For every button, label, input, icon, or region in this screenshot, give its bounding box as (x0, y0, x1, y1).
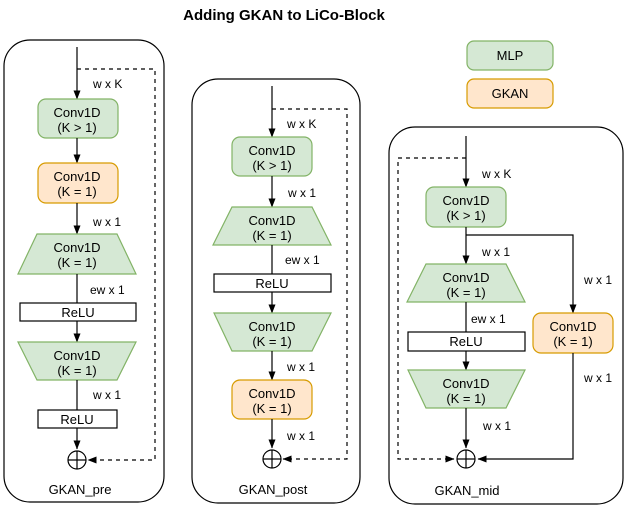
gkan-mid-edge-label-wx1-c: w x 1 (583, 371, 612, 385)
gkan-pre-conv1d-expand-line2: (K = 1) (57, 255, 96, 270)
figure-title: Adding GKAN to LiCo-Block (183, 7, 385, 24)
gkan-pre-relu2-label: ReLU (60, 412, 93, 427)
gkan-post-edge-label-wxk: w x K (286, 117, 316, 131)
gkan-pre-sum-node (67, 450, 87, 470)
gkan-mid-branch-to-gkan (466, 234, 577, 314)
gkan-post-container (191, 78, 361, 504)
gkan-post-edge-label-wx1-b: w x 1 (286, 360, 315, 374)
gkan-post-label: GKAN_post (239, 482, 308, 497)
gkan-post-conv1d-kgt1-line2: (K > 1) (252, 158, 291, 173)
gkan-mid-conv1d-keq1-gkan-line1: Conv1D (550, 319, 597, 334)
gkan-pre-edge-label-wxk: w x K (92, 77, 122, 91)
gkan-mid-edge-label-wxk: w x K (481, 167, 511, 181)
gkan-mid-container (388, 126, 624, 505)
gkan-post-edge-label-wx1-a: w x 1 (287, 186, 316, 200)
gkan-pre-edge-label-ewx1: ew x 1 (90, 283, 125, 297)
gkan-mid-conv1d-keq1-gkan-line2: (K = 1) (553, 334, 592, 349)
gkan-pre-conv1d-contract-trapezoid (17, 341, 137, 381)
gkan-pre-conv1d-keq1-gkan-line1: Conv1D (54, 169, 101, 184)
legend: MLP GKAN (466, 40, 554, 109)
gkan-post-relu-label: ReLU (255, 276, 288, 291)
gkan-mid-conv1d-kgt1-line2: (K > 1) (446, 208, 485, 223)
gkan-post-conv1d-contract-line2: (K = 1) (252, 334, 291, 349)
gkan-mid-conv1d-expand-line1: Conv1D (443, 270, 490, 285)
gkan-pre-relu1-label: ReLU (61, 305, 94, 320)
diagram-gkan-pre: w x K Conv1D (K > 1) Conv1D (K = 1) w x … (3, 39, 165, 503)
gkan-mid-conv1d-expand-line2: (K = 1) (446, 285, 485, 300)
gkan-pre-conv1d-contract-line2: (K = 1) (57, 363, 96, 378)
gkan-pre-conv1d-kgt1-line2: (K > 1) (57, 120, 96, 135)
gkan-pre-label: GKAN_pre (49, 482, 112, 497)
gkan-mid-conv1d-expand-trapezoid (406, 263, 526, 303)
gkan-pre-conv1d-kgt1-line1: Conv1D (54, 105, 101, 120)
gkan-post-conv1d-contract-trapezoid (213, 312, 332, 352)
legend-mlp-label: MLP (497, 48, 524, 63)
gkan-pre-relu1-box (19, 302, 137, 322)
gkan-post-conv1d-contract-line1: Conv1D (249, 319, 296, 334)
gkan-mid-edge-label-wx1-b: w x 1 (482, 419, 511, 433)
gkan-post-edge-label-wx1-c: w x 1 (286, 429, 315, 443)
legend-mlp-swatch (466, 40, 554, 71)
gkan-pre-conv1d-keq1-gkan-box (37, 162, 119, 204)
gkan-post-edge-label-ewx1: ew x 1 (285, 253, 320, 267)
gkan-mid-conv1d-kgt1-line1: Conv1D (443, 193, 490, 208)
gkan-post-conv1d-expand-line1: Conv1D (249, 213, 296, 228)
gkan-mid-conv1d-contract-line2: (K = 1) (446, 391, 485, 406)
gkan-mid-skip-connection-dashed (397, 157, 466, 463)
gkan-pre-conv1d-keq1-gkan-line2: (K = 1) (57, 184, 96, 199)
gkan-post-conv1d-keq1-gkan-line1: Conv1D (249, 386, 296, 401)
diagram-gkan-post: w x K Conv1D (K > 1) w x 1 Conv1D (K = 1… (191, 78, 361, 504)
gkan-post-conv1d-kgt1-line1: Conv1D (249, 143, 296, 158)
gkan-mid-edge-label-wx1-a: w x 1 (481, 245, 510, 259)
gkan-post-conv1d-keq1-gkan-line2: (K = 1) (252, 401, 291, 416)
gkan-pre-conv1d-kgt1-box (37, 98, 119, 139)
gkan-pre-conv1d-expand-trapezoid (17, 233, 137, 275)
gkan-pre-skip-connection-dashed (77, 68, 156, 464)
legend-gkan-label: GKAN (492, 86, 529, 101)
gkan-pre-container (3, 39, 165, 503)
gkan-mid-edge-label-ewx1: ew x 1 (471, 312, 506, 326)
gkan-pre-conv1d-contract-line1: Conv1D (54, 348, 101, 363)
gkan-mid-conv1d-contract-trapezoid (407, 369, 526, 409)
gkan-mid-edge-label-wx1-branch: w x 1 (583, 273, 612, 287)
gkan-mid-relu-label: ReLU (449, 334, 482, 349)
diagram-gkan-mid: w x K Conv1D (K > 1) w x 1 w x 1 Conv1D … (388, 126, 624, 505)
gkan-post-conv1d-expand-trapezoid (212, 206, 332, 246)
legend-gkan-swatch (466, 78, 554, 109)
gkan-post-sum-node (262, 449, 282, 469)
gkan-pre-conv1d-expand-line1: Conv1D (54, 240, 101, 255)
gkan-mid-label: GKAN_mid (434, 483, 499, 498)
gkan-post-conv1d-expand-line2: (K = 1) (252, 228, 291, 243)
gkan-pre-edge-label-wx1-b: w x 1 (92, 388, 121, 402)
gkan-mid-gkan-to-sum-edge (477, 353, 574, 463)
gkan-mid-conv1d-contract-line1: Conv1D (443, 376, 490, 391)
gkan-post-skip-connection-dashed (272, 108, 348, 463)
gkan-pre-edge-label-wx1-a: w x 1 (92, 215, 121, 229)
gkan-mid-sum-node (456, 449, 476, 469)
